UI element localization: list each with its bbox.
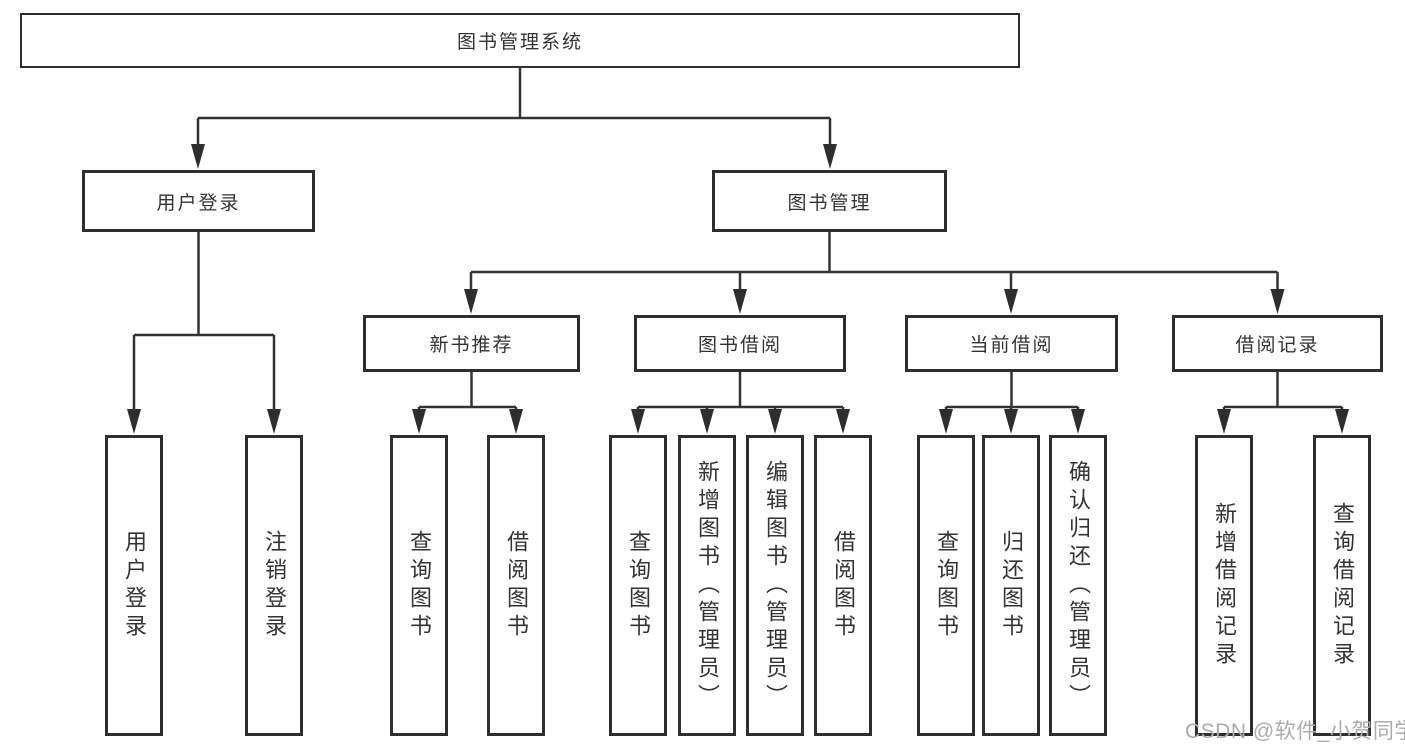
leaf-add-books-admin: 新增图书（管理员）: [678, 435, 736, 736]
node-label: 借阅记录: [1235, 335, 1320, 356]
arrow-down-icon: [823, 144, 837, 169]
leaf-return-books: 归还图书: [982, 435, 1040, 736]
connector-borrow-records-children: [1222, 372, 1344, 410]
arrow-down-icon: [1004, 409, 1018, 434]
node-root-library-system: 图书管理系统: [20, 13, 1020, 68]
node-book-borrow: 图书借阅: [634, 315, 846, 372]
arrow-down-icon: [939, 409, 953, 434]
leaf-label: 借阅图书: [831, 529, 856, 642]
node-label: 图书借阅: [697, 335, 782, 356]
leaf-label: 新增图书（管理员）: [695, 459, 720, 712]
leaf-label: 查询图书: [407, 529, 432, 642]
arrow-down-icon: [1335, 409, 1349, 434]
leaf-label: 归还图书: [999, 529, 1024, 642]
arrow-down-icon: [412, 409, 426, 434]
arrow-down-icon: [733, 289, 747, 314]
leaf-add-borrow-record: 新增借阅记录: [1195, 435, 1253, 736]
arrow-down-icon: [631, 409, 645, 434]
arrow-down-icon: [836, 409, 850, 434]
connector-root-to-level2: [196, 67, 832, 146]
node-label: 用户登录: [156, 192, 241, 214]
connector-book-borrow-children: [636, 372, 845, 410]
connector-new-book-children: [417, 372, 518, 410]
node-label: 图书管理: [787, 192, 872, 214]
leaf-label: 用户登录: [122, 529, 147, 642]
leaf-query-books-current: 查询图书: [917, 435, 975, 736]
leaf-logout: 注销登录: [245, 435, 303, 736]
arrow-down-icon: [267, 409, 281, 434]
arrow-down-icon: [464, 289, 478, 314]
leaf-label: 新增借阅记录: [1212, 501, 1237, 670]
node-current-borrow: 当前借阅: [905, 315, 1118, 372]
arrow-down-icon: [509, 409, 523, 434]
leaf-label: 确认归还（管理员）: [1066, 459, 1091, 712]
leaf-label: 借阅图书: [504, 529, 529, 642]
arrow-down-icon: [127, 409, 141, 434]
leaf-query-books-borrow: 查询图书: [609, 435, 667, 736]
arrow-down-icon: [700, 409, 714, 434]
node-book-management: 图书管理: [712, 170, 947, 232]
arrow-down-icon: [768, 409, 782, 434]
leaf-label: 查询图书: [934, 529, 959, 642]
arrow-down-icon: [1004, 289, 1018, 314]
node-label: 新书推荐: [429, 335, 514, 356]
connector-user-login-children: [132, 232, 276, 410]
leaf-query-borrow-record: 查询借阅记录: [1313, 435, 1371, 736]
node-user-login: 用户登录: [82, 170, 315, 232]
arrow-down-icon: [191, 144, 205, 169]
arrow-down-icon: [1217, 409, 1231, 434]
leaf-label: 注销登录: [262, 529, 287, 642]
leaf-confirm-return-admin: 确认归还（管理员）: [1049, 435, 1107, 736]
node-label: 当前借阅: [969, 335, 1054, 356]
node-new-book-recommend: 新书推荐: [363, 315, 580, 372]
csdn-watermark: CSDN @软件_小贺同学: [1185, 720, 1405, 743]
leaf-label: 查询图书: [626, 529, 651, 642]
arrow-down-icons: [127, 144, 1349, 434]
node-label: 图书管理系统: [456, 32, 583, 53]
leaf-label: 查询借阅记录: [1330, 501, 1355, 670]
leaf-borrow-books: 借阅图书: [814, 435, 872, 736]
arrow-down-icon: [1071, 409, 1085, 434]
arrow-down-icon: [1270, 289, 1285, 314]
connector-book-management-children: [469, 232, 1279, 290]
leaf-label: 编辑图书（管理员）: [763, 459, 788, 712]
leaf-borrow-books-recommend: 借阅图书: [487, 435, 545, 736]
leaf-edit-books-admin: 编辑图书（管理员）: [746, 435, 804, 736]
connector-current-borrow-children: [944, 372, 1080, 410]
leaf-user-login: 用户登录: [105, 435, 163, 736]
leaf-query-books-recommend: 查询图书: [390, 435, 448, 736]
node-borrow-records: 借阅记录: [1172, 315, 1383, 372]
